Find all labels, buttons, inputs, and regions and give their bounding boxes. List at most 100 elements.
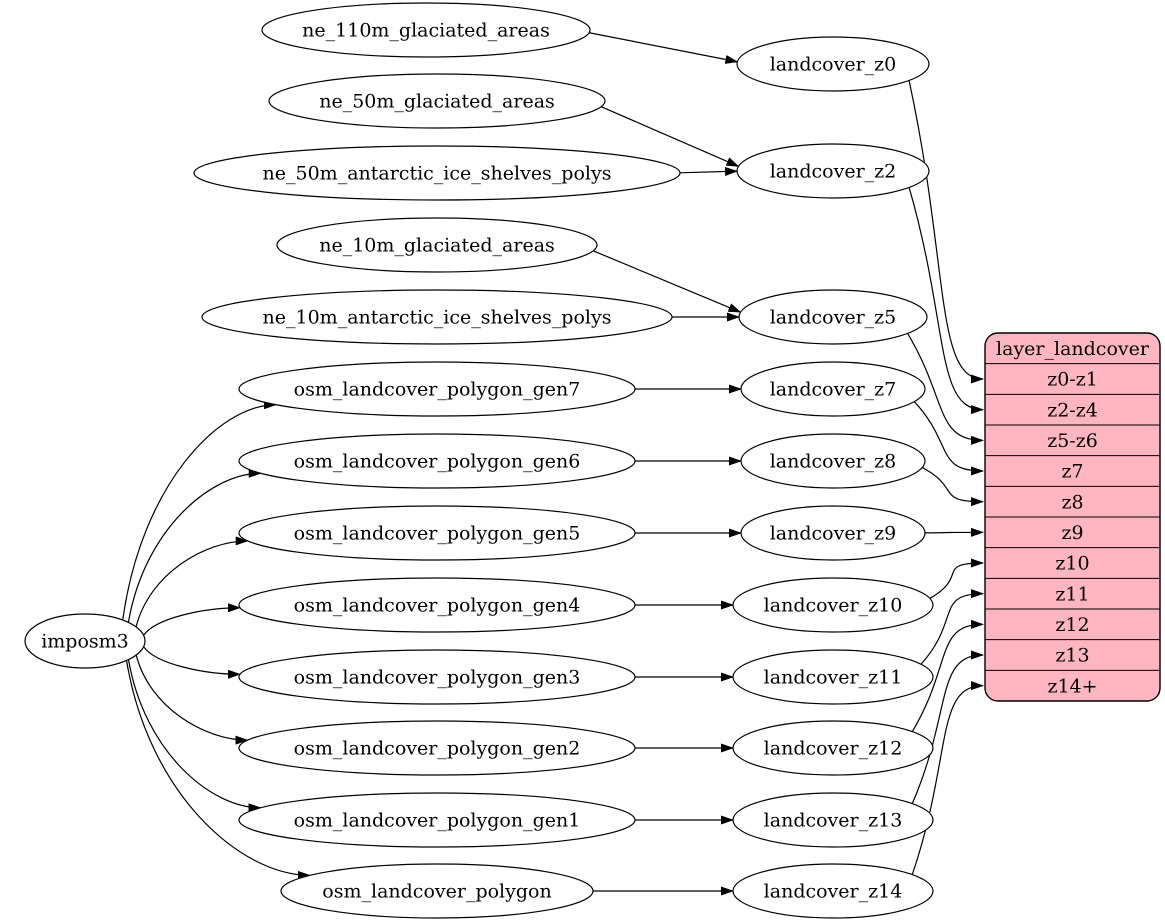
node-landcover-z14: landcover_z14 bbox=[732, 863, 934, 919]
node-osm-landcover-polygon-gen4: osm_landcover_polygon_gen4 bbox=[238, 577, 636, 633]
edge-landcover-z2-row-z2-z4 bbox=[908, 187, 984, 415]
record-row-z13: z13 bbox=[1055, 645, 1089, 667]
edge-landcover-z7-row-z7 bbox=[913, 400, 984, 476]
record-row-z2-z4: z2-z4 bbox=[1047, 399, 1098, 421]
node-label-landcover-z10: landcover_z10 bbox=[764, 595, 903, 617]
node-shape-osm-landcover-polygon-gen6 bbox=[238, 433, 636, 489]
node-shape-ne-50m-antarctic-ice-shelves-polys bbox=[193, 145, 681, 201]
edge-landcover-z0-row-z0-z1 bbox=[908, 80, 984, 384]
record-layer-landcover: layer_landcoverz0-z1z2-z4z5-z6z7z8z9z10z… bbox=[984, 332, 1161, 702]
node-label-landcover-z8: landcover_z8 bbox=[770, 451, 897, 473]
node-label-ne-110m-glaciated-areas: ne_110m_glaciated_areas bbox=[302, 20, 550, 42]
node-label-landcover-z14: landcover_z14 bbox=[764, 881, 903, 903]
node-shape-osm-landcover-polygon-gen1 bbox=[238, 792, 636, 848]
node-label-osm-landcover-polygon: osm_landcover_polygon bbox=[322, 881, 551, 903]
node-osm-landcover-polygon-gen1: osm_landcover_polygon_gen1 bbox=[238, 792, 636, 848]
node-shape-landcover-z8 bbox=[740, 433, 926, 489]
node-osm-landcover-polygon-gen2: osm_landcover_polygon_gen2 bbox=[238, 720, 636, 776]
node-shape-osm-landcover-polygon-gen7 bbox=[238, 361, 636, 417]
node-shape-ne-50m-glaciated-areas bbox=[268, 73, 606, 129]
node-shape-landcover-z13 bbox=[732, 792, 934, 848]
node-shape-osm-landcover-polygon bbox=[280, 863, 594, 919]
node-shape-landcover-z14 bbox=[732, 863, 934, 919]
node-shape-osm-landcover-polygon-gen3 bbox=[238, 649, 636, 705]
node-label-landcover-z13: landcover_z13 bbox=[764, 810, 903, 832]
node-label-osm-landcover-polygon-gen6: osm_landcover_polygon_gen6 bbox=[294, 451, 581, 473]
node-shape-osm-landcover-polygon-gen5 bbox=[238, 505, 636, 561]
edge-imposm3-osm-landcover-polygon-gen2 bbox=[135, 654, 249, 745]
node-osm-landcover-polygon: osm_landcover_polygon bbox=[280, 863, 594, 919]
node-landcover-z0: landcover_z0 bbox=[736, 36, 930, 92]
node-landcover-z10: landcover_z10 bbox=[732, 577, 934, 633]
edge-imposm3-osm-landcover-polygon-gen5 bbox=[135, 536, 249, 628]
edge-imposm3-osm-landcover-polygon-gen4 bbox=[143, 603, 242, 636]
record-row-z11: z11 bbox=[1055, 583, 1089, 605]
node-shape-osm-landcover-polygon-gen2 bbox=[238, 720, 636, 776]
edge-ne-50m-glaciated-areas-landcover-z2 bbox=[600, 106, 740, 167]
node-label-imposm3: imposm3 bbox=[41, 631, 129, 653]
edge-imposm3-osm-landcover-polygon-gen7 bbox=[122, 400, 278, 621]
node-landcover-z5: landcover_z5 bbox=[738, 289, 928, 345]
node-landcover-z9: landcover_z9 bbox=[740, 505, 926, 561]
edge-ne-10m-glaciated-areas-landcover-z5 bbox=[592, 250, 742, 313]
node-ne-50m-glaciated-areas: ne_50m_glaciated_areas bbox=[268, 73, 606, 129]
node-label-osm-landcover-polygon-gen1: osm_landcover_polygon_gen1 bbox=[294, 810, 581, 832]
node-shape-landcover-z12 bbox=[732, 720, 934, 776]
edge-landcover-z9-row-z9 bbox=[924, 527, 984, 537]
node-shape-landcover-z7 bbox=[740, 361, 926, 417]
edge-imposm3-osm-landcover-polygon-gen1 bbox=[127, 659, 262, 813]
edges-layer bbox=[122, 32, 984, 896]
edge-imposm3-osm-landcover-polygon-gen3 bbox=[143, 646, 242, 679]
node-osm-landcover-polygon-gen3: osm_landcover_polygon_gen3 bbox=[238, 649, 636, 705]
node-shape-landcover-z5 bbox=[738, 289, 928, 345]
node-shape-landcover-z2 bbox=[736, 143, 930, 199]
node-ne-50m-antarctic-ice-shelves-polys: ne_50m_antarctic_ice_shelves_polys bbox=[193, 145, 681, 201]
node-label-landcover-z12: landcover_z12 bbox=[764, 738, 903, 760]
record-layer: layer_landcoverz0-z1z2-z4z5-z6z7z8z9z10z… bbox=[984, 332, 1161, 702]
node-shape-landcover-z11 bbox=[732, 649, 934, 705]
edge-landcover-z5-row-z5-z6 bbox=[906, 332, 984, 445]
node-label-osm-landcover-polygon-gen4: osm_landcover_polygon_gen4 bbox=[294, 595, 581, 617]
node-ne-110m-glaciated-areas: ne_110m_glaciated_areas bbox=[261, 2, 591, 58]
record-row-z12: z12 bbox=[1055, 614, 1089, 636]
edge-landcover-z10-row-z10 bbox=[928, 558, 984, 600]
edge-landcover-z14-row-z14 bbox=[911, 681, 984, 875]
node-landcover-z2: landcover_z2 bbox=[736, 143, 930, 199]
node-landcover-z13: landcover_z13 bbox=[732, 792, 934, 848]
node-shape-landcover-z9 bbox=[740, 505, 926, 561]
node-osm-landcover-polygon-gen5: osm_landcover_polygon_gen5 bbox=[238, 505, 636, 561]
record-row-z10: z10 bbox=[1055, 553, 1089, 575]
record-row-z14: z14+ bbox=[1047, 675, 1097, 697]
record-row-z8: z8 bbox=[1061, 491, 1083, 513]
node-osm-landcover-polygon-gen6: osm_landcover_polygon_gen6 bbox=[238, 433, 636, 489]
node-osm-landcover-polygon-gen7: osm_landcover_polygon_gen7 bbox=[238, 361, 636, 417]
edge-landcover-z8-row-z8 bbox=[921, 466, 984, 507]
node-label-ne-50m-glaciated-areas: ne_50m_glaciated_areas bbox=[319, 91, 555, 113]
record-row-z5-z6: z5-z6 bbox=[1047, 430, 1098, 452]
edge-imposm3-osm-landcover-polygon bbox=[125, 660, 311, 880]
node-label-osm-landcover-polygon-gen5: osm_landcover_polygon_gen5 bbox=[294, 523, 581, 545]
node-shape-osm-landcover-polygon-gen4 bbox=[238, 577, 636, 633]
node-landcover-z7: landcover_z7 bbox=[740, 361, 926, 417]
node-ne-10m-glaciated-areas: ne_10m_glaciated_areas bbox=[276, 217, 598, 273]
node-landcover-z12: landcover_z12 bbox=[732, 720, 934, 776]
edge-ne-110m-glaciated-areas-landcover-z0 bbox=[589, 32, 739, 64]
node-shape-ne-110m-glaciated-areas bbox=[261, 2, 591, 58]
node-label-landcover-z9: landcover_z9 bbox=[770, 523, 897, 545]
node-label-ne-10m-antarctic-ice-shelves-polys: ne_10m_antarctic_ice_shelves_polys bbox=[263, 307, 612, 329]
nodes-layer: imposm3 ne_110m_glaciated_areas ne_50m_gla… bbox=[24, 2, 934, 919]
node-label-ne-50m-antarctic-ice-shelves-polys: ne_50m_antarctic_ice_shelves_polys bbox=[263, 163, 612, 185]
node-label-ne-10m-glaciated-areas: ne_10m_glaciated_areas bbox=[319, 235, 555, 257]
node-landcover-z11: landcover_z11 bbox=[732, 649, 934, 705]
node-imposm3: imposm3 bbox=[24, 613, 146, 669]
record-row-z7: z7 bbox=[1061, 461, 1083, 483]
edge-imposm3-osm-landcover-polygon-gen6 bbox=[127, 468, 262, 623]
node-label-landcover-z11: landcover_z11 bbox=[764, 667, 903, 689]
edge-ne-50m-antarctic-ice-shelves-polys-landcover-z2 bbox=[679, 166, 739, 176]
node-shape-landcover-z0 bbox=[736, 36, 930, 92]
node-ne-10m-antarctic-ice-shelves-polys: ne_10m_antarctic_ice_shelves_polys bbox=[201, 289, 673, 345]
node-shape-ne-10m-glaciated-areas bbox=[276, 217, 598, 273]
record-title: layer_landcover bbox=[996, 338, 1150, 360]
